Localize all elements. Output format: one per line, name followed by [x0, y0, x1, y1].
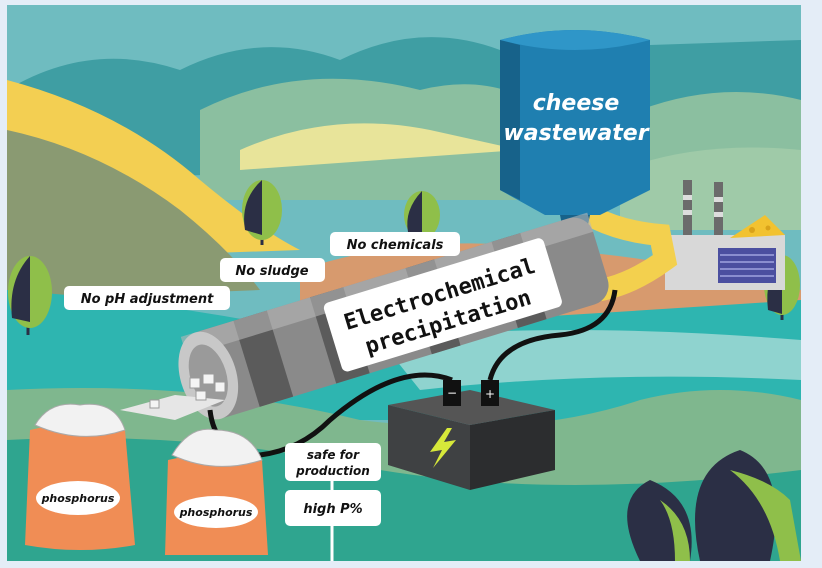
- tank-label-line2: wastewater: [503, 121, 649, 146]
- tree-icon: [8, 256, 52, 335]
- safe-line2: production: [295, 464, 370, 478]
- no-chemicals-badge: [330, 232, 460, 256]
- tree-icon: [404, 191, 440, 245]
- negative-terminal: [443, 380, 461, 406]
- high-p-sign: [285, 490, 381, 526]
- no-sludge-label: No sludge: [235, 264, 308, 279]
- no-ph-badge: [64, 286, 230, 310]
- tank-label-line1: cheese: [533, 91, 620, 116]
- river-highlight: [380, 330, 801, 390]
- lightning-bolt-icon: [430, 428, 456, 468]
- bag-label: phosphorus: [179, 506, 253, 519]
- phosphorus-bag: phosphorus: [25, 403, 135, 550]
- right-hill: [620, 147, 801, 230]
- no-ph-label: No pH adjustment: [81, 292, 214, 307]
- positive-terminal: [481, 380, 499, 406]
- safe-sign: [285, 443, 381, 481]
- electrochemical-tube: Electrochemical precipitation: [178, 212, 609, 420]
- olive-hill: [7, 130, 260, 300]
- bush-icon: [627, 450, 801, 561]
- bag-label: phosphorus: [41, 492, 115, 505]
- cheese-icon: [730, 215, 785, 238]
- process-label-box: [323, 238, 562, 372]
- pale-hill: [240, 123, 520, 170]
- wastewater-tank: cheese wastewater: [500, 30, 650, 240]
- no-sludge-badge: [220, 258, 325, 282]
- plus-sign: +: [485, 387, 495, 401]
- phosphorus-crystals: [149, 373, 226, 409]
- crystal-tray: [120, 395, 225, 420]
- battery: − +: [388, 380, 555, 490]
- no-chemicals-label: No chemicals: [347, 238, 444, 253]
- safe-line1: safe for: [307, 448, 360, 462]
- cheese-factory: [665, 180, 785, 290]
- positive-cable: [487, 289, 618, 381]
- minus-sign: −: [447, 386, 457, 400]
- phosphorus-bag: phosphorus: [165, 428, 268, 555]
- high-p-label: high P%: [303, 502, 362, 517]
- tree-icon: [242, 180, 282, 245]
